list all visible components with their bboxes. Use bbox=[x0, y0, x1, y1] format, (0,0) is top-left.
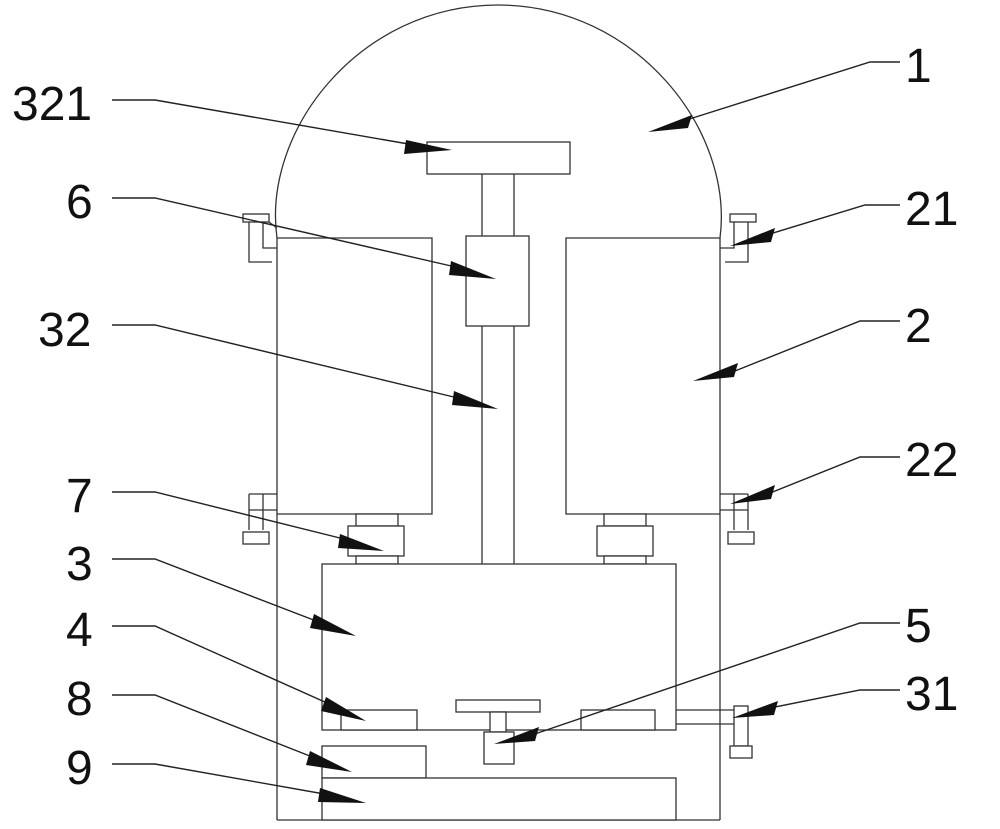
right-support-block bbox=[596, 513, 654, 565]
shaft-coupling bbox=[465, 235, 530, 327]
label-7: 7 bbox=[66, 470, 93, 523]
label-4: 4 bbox=[66, 604, 93, 657]
label-21: 21 bbox=[905, 183, 958, 236]
side-pipe bbox=[676, 705, 753, 759]
left-tank bbox=[277, 237, 433, 515]
base-upper-block bbox=[321, 745, 427, 779]
leader-321 bbox=[112, 99, 452, 154]
left-lower-bracket bbox=[242, 493, 277, 545]
right-upper-bracket bbox=[720, 213, 757, 263]
label-8: 8 bbox=[66, 673, 93, 726]
leader-2 bbox=[693, 320, 900, 381]
label-22: 22 bbox=[905, 434, 958, 487]
bottom-left-pad bbox=[340, 709, 418, 731]
leader-1 bbox=[648, 61, 900, 132]
bottom-right-pad bbox=[580, 709, 656, 731]
base-lower-block bbox=[321, 777, 677, 821]
leader-8 bbox=[112, 694, 352, 772]
t-component bbox=[455, 699, 541, 765]
label-3: 3 bbox=[66, 538, 93, 591]
label-9: 9 bbox=[66, 742, 93, 795]
leader-6 bbox=[112, 197, 496, 279]
leader-9 bbox=[112, 763, 366, 803]
right-lower-bracket bbox=[720, 493, 755, 545]
leader-22 bbox=[730, 456, 900, 504]
top-plate bbox=[426, 141, 571, 175]
leader-7 bbox=[112, 491, 384, 551]
leader-32 bbox=[112, 324, 498, 409]
right-tank bbox=[565, 237, 720, 515]
left-upper-bracket bbox=[242, 213, 278, 263]
label-6: 6 bbox=[66, 176, 93, 229]
label-32: 32 bbox=[38, 304, 91, 357]
vertical-shaft bbox=[481, 174, 515, 564]
left-support-block bbox=[347, 513, 405, 565]
label-2: 2 bbox=[905, 300, 932, 353]
leader-4 bbox=[112, 625, 366, 721]
leader-5 bbox=[494, 622, 900, 744]
leader-31 bbox=[732, 689, 900, 718]
label-1: 1 bbox=[905, 40, 932, 93]
leader-3 bbox=[112, 558, 356, 636]
dome-cover bbox=[274, 4, 722, 239]
label-321: 321 bbox=[12, 78, 92, 131]
leader-21 bbox=[730, 204, 900, 246]
label-5: 5 bbox=[905, 600, 932, 653]
label-31: 31 bbox=[905, 668, 958, 721]
